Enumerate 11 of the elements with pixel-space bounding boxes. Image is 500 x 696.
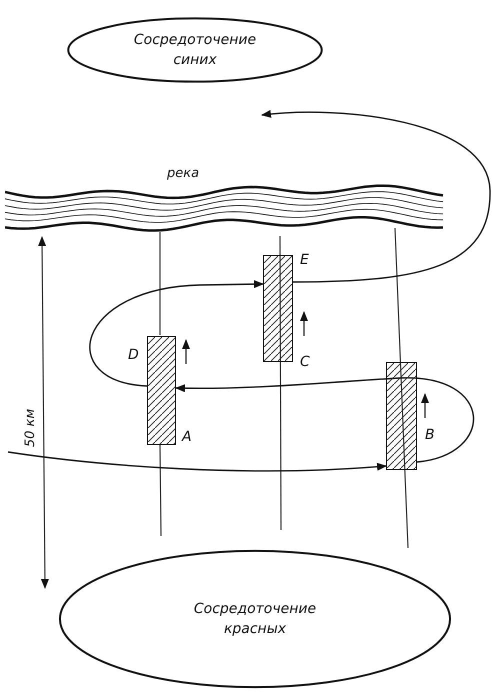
- position-letter: D: [128, 347, 139, 363]
- area-label: Сосредоточение красных: [192, 600, 318, 639]
- area-label: Сосредоточение синих: [132, 31, 258, 70]
- route-arrow: [8, 451, 387, 472]
- route-arrow: [89, 280, 264, 387]
- position-letter: B: [425, 427, 435, 443]
- route-arrow: [261, 110, 491, 283]
- position-letter: A: [182, 429, 192, 445]
- position-letter: C: [300, 354, 310, 370]
- position-letter: E: [300, 252, 309, 268]
- route-arrow: [175, 377, 474, 463]
